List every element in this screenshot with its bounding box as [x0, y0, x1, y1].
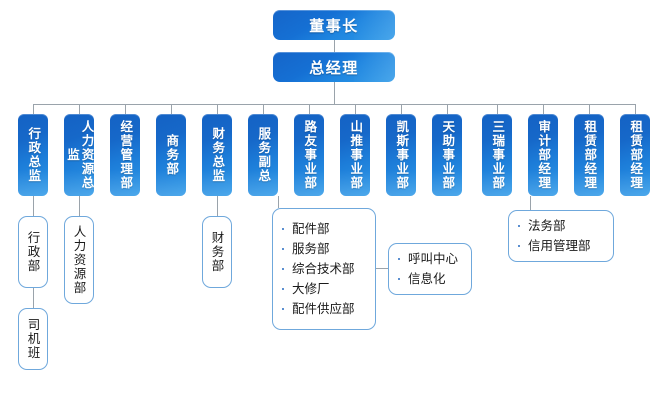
node-hr-director-label: 人力资源总监 — [65, 120, 94, 190]
connector-stub-4 — [171, 104, 172, 114]
node-hr-dept[interactable]: 人力资源部 — [64, 216, 94, 304]
node-business-dept-label: 商务部 — [164, 134, 180, 176]
node-audit-manager[interactable]: 审计部经理 — [528, 114, 558, 196]
node-callcenter-subdepartments[interactable]: 呼叫中心 信息化 — [388, 243, 472, 295]
list-item[interactable]: 信息化 — [397, 269, 463, 289]
connector-admin-to-child — [33, 196, 34, 216]
node-tianzhu-division-label: 天助事业部 — [440, 120, 456, 190]
node-service-vp-label: 服务副总 — [256, 127, 272, 183]
connector-stub-1 — [33, 104, 34, 114]
node-luyou-division-label: 路友事业部 — [302, 120, 318, 190]
node-chairman[interactable]: 董事长 — [273, 10, 395, 40]
node-leasing-manager[interactable]: 租赁部经理 — [574, 114, 604, 196]
callcenter-subdepartment-list: 呼叫中心 信息化 — [397, 249, 463, 289]
connector-admin-dept-to-driver — [33, 288, 34, 308]
connector-stub-3 — [125, 104, 126, 114]
connector-service-to-child — [278, 196, 279, 208]
list-item[interactable]: 信用管理部 — [517, 236, 605, 256]
connector-chairman-to-gm — [334, 40, 335, 52]
node-sanrui-division-label: 三瑞事业部 — [490, 120, 506, 190]
node-business-dept[interactable]: 商务部 — [156, 114, 186, 196]
node-service-vp[interactable]: 服务副总 — [248, 114, 278, 196]
node-legal-subdepartments[interactable]: 法务部 信用管理部 — [508, 210, 614, 262]
node-admin-director[interactable]: 行政总监 — [18, 114, 48, 196]
node-finance-director-label: 财务总监 — [210, 127, 226, 183]
connector-stub-10 — [447, 104, 448, 114]
node-sanrui-division[interactable]: 三瑞事业部 — [482, 114, 512, 196]
node-case-division[interactable]: 凯斯事业部 — [386, 114, 416, 196]
connector-stub-12 — [543, 104, 544, 114]
node-audit-manager-label: 审计部经理 — [536, 120, 552, 190]
node-general-manager-label: 总经理 — [309, 58, 359, 77]
list-item[interactable]: 大修厂 — [281, 279, 367, 299]
node-hr-director[interactable]: 人力资源总监 — [64, 114, 94, 196]
node-operations-dept-label: 经营管理部 — [118, 120, 134, 190]
connector-finance-to-child — [217, 196, 218, 216]
connector-stub-14 — [635, 104, 636, 114]
node-hr-dept-label: 人力资源部 — [71, 225, 87, 295]
node-shantui-division[interactable]: 山推事业部 — [340, 114, 370, 196]
connector-stub-11 — [497, 104, 498, 114]
connector-hr-to-child — [79, 196, 80, 216]
node-leasing-manager-label: 租赁部经理 — [582, 120, 598, 190]
list-item[interactable]: 配件部 — [281, 219, 367, 239]
node-finance-director[interactable]: 财务总监 — [202, 114, 232, 196]
connector-service-to-callcenter — [376, 268, 388, 269]
connector-stub-5 — [217, 104, 218, 114]
connector-sanrui-to-child — [530, 196, 531, 210]
connector-gm-to-bus — [334, 82, 335, 104]
connector-stub-9 — [401, 104, 402, 114]
node-leasing-manager-2[interactable]: 租赁部经理 — [620, 114, 650, 196]
node-luyou-division[interactable]: 路友事业部 — [294, 114, 324, 196]
node-admin-dept-label: 行政部 — [25, 231, 41, 273]
node-leasing-manager-2-label: 租赁部经理 — [628, 120, 644, 190]
legal-subdepartment-list: 法务部 信用管理部 — [517, 216, 605, 256]
node-tianzhu-division[interactable]: 天助事业部 — [432, 114, 462, 196]
list-item[interactable]: 服务部 — [281, 239, 367, 259]
connector-stub-2 — [79, 104, 80, 114]
list-item[interactable]: 法务部 — [517, 216, 605, 236]
connector-stub-13 — [589, 104, 590, 114]
node-driver-team-label: 司机班 — [25, 318, 41, 360]
node-operations-dept[interactable]: 经营管理部 — [110, 114, 140, 196]
connector-stub-7 — [309, 104, 310, 114]
connector-stub-6 — [263, 104, 264, 114]
list-item[interactable]: 综合技术部 — [281, 259, 367, 279]
node-service-subdepartments[interactable]: 配件部 服务部 综合技术部 大修厂 配件供应部 — [272, 208, 376, 330]
node-case-division-label: 凯斯事业部 — [394, 120, 410, 190]
node-driver-team[interactable]: 司机班 — [18, 308, 48, 370]
list-item[interactable]: 配件供应部 — [281, 299, 367, 319]
node-finance-dept-label: 财务部 — [209, 231, 225, 273]
node-finance-dept[interactable]: 财务部 — [202, 216, 232, 288]
node-shantui-division-label: 山推事业部 — [348, 120, 364, 190]
connector-bus-horizontal — [33, 104, 635, 105]
service-subdepartment-list: 配件部 服务部 综合技术部 大修厂 配件供应部 — [281, 219, 367, 319]
node-admin-director-label: 行政总监 — [26, 127, 42, 183]
node-general-manager[interactable]: 总经理 — [273, 52, 395, 82]
node-chairman-label: 董事长 — [309, 16, 359, 35]
node-admin-dept[interactable]: 行政部 — [18, 216, 48, 288]
list-item[interactable]: 呼叫中心 — [397, 249, 463, 269]
connector-stub-8 — [355, 104, 356, 114]
